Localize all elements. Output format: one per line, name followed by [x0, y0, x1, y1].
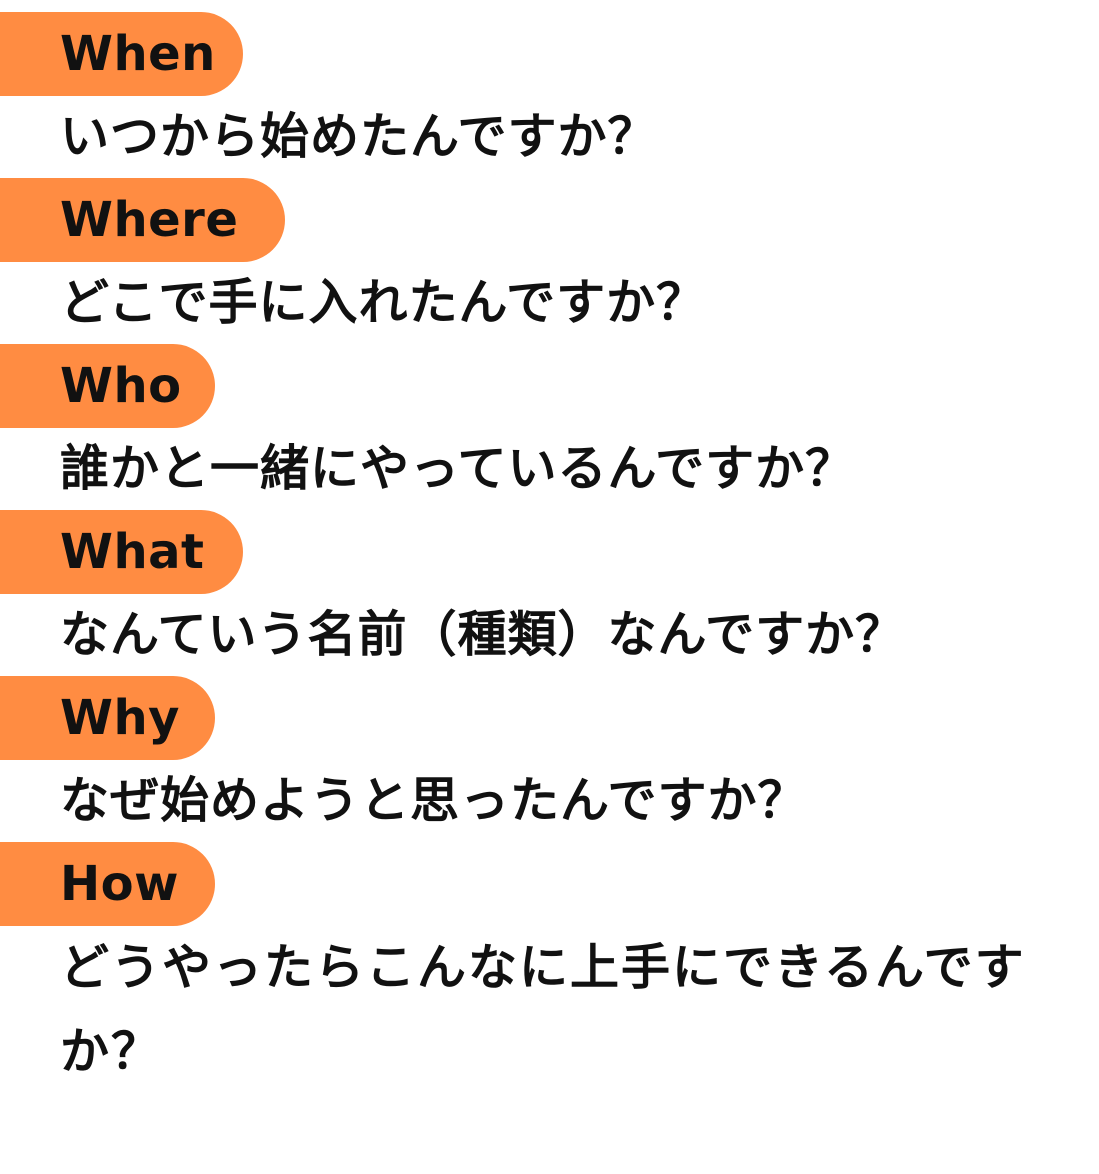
tag-where: Where	[0, 178, 285, 262]
list-item-who: Who 誰かと一緒にやっているんですか？	[0, 344, 1099, 510]
question-what: なんていう名前（種類）なんですか？	[60, 606, 906, 663]
question-who: 誰かと一緒にやっているんですか？	[60, 440, 856, 497]
list-item-why: Why なぜ始めようと思ったんですか？	[0, 676, 1099, 842]
list-item-when: When いつから始めたんですか？	[0, 12, 1099, 178]
list-item-where: Where どこで手に入れたんですか？	[0, 178, 1099, 344]
question-when: いつから始めたんですか？	[60, 108, 658, 165]
tag-when: When	[0, 12, 243, 96]
question-how: どうやったらこんなに上手にできるんですか？	[60, 939, 1026, 1080]
question-list: When いつから始めたんですか？ Where どこで手に入れたんですか？ Wh…	[0, 12, 1099, 1094]
tag-what: What	[0, 510, 243, 594]
list-item-how: How どうやったらこんなに上手にできるんですか？	[0, 842, 1099, 1094]
list-item-what: What なんていう名前（種類）なんですか？	[0, 510, 1099, 676]
tag-why: Why	[0, 676, 215, 760]
question-why: なぜ始めようと思ったんですか？	[60, 772, 808, 829]
question-where: どこで手に入れたんですか？	[60, 274, 707, 331]
tag-how: How	[0, 842, 215, 926]
tag-who: Who	[0, 344, 215, 428]
